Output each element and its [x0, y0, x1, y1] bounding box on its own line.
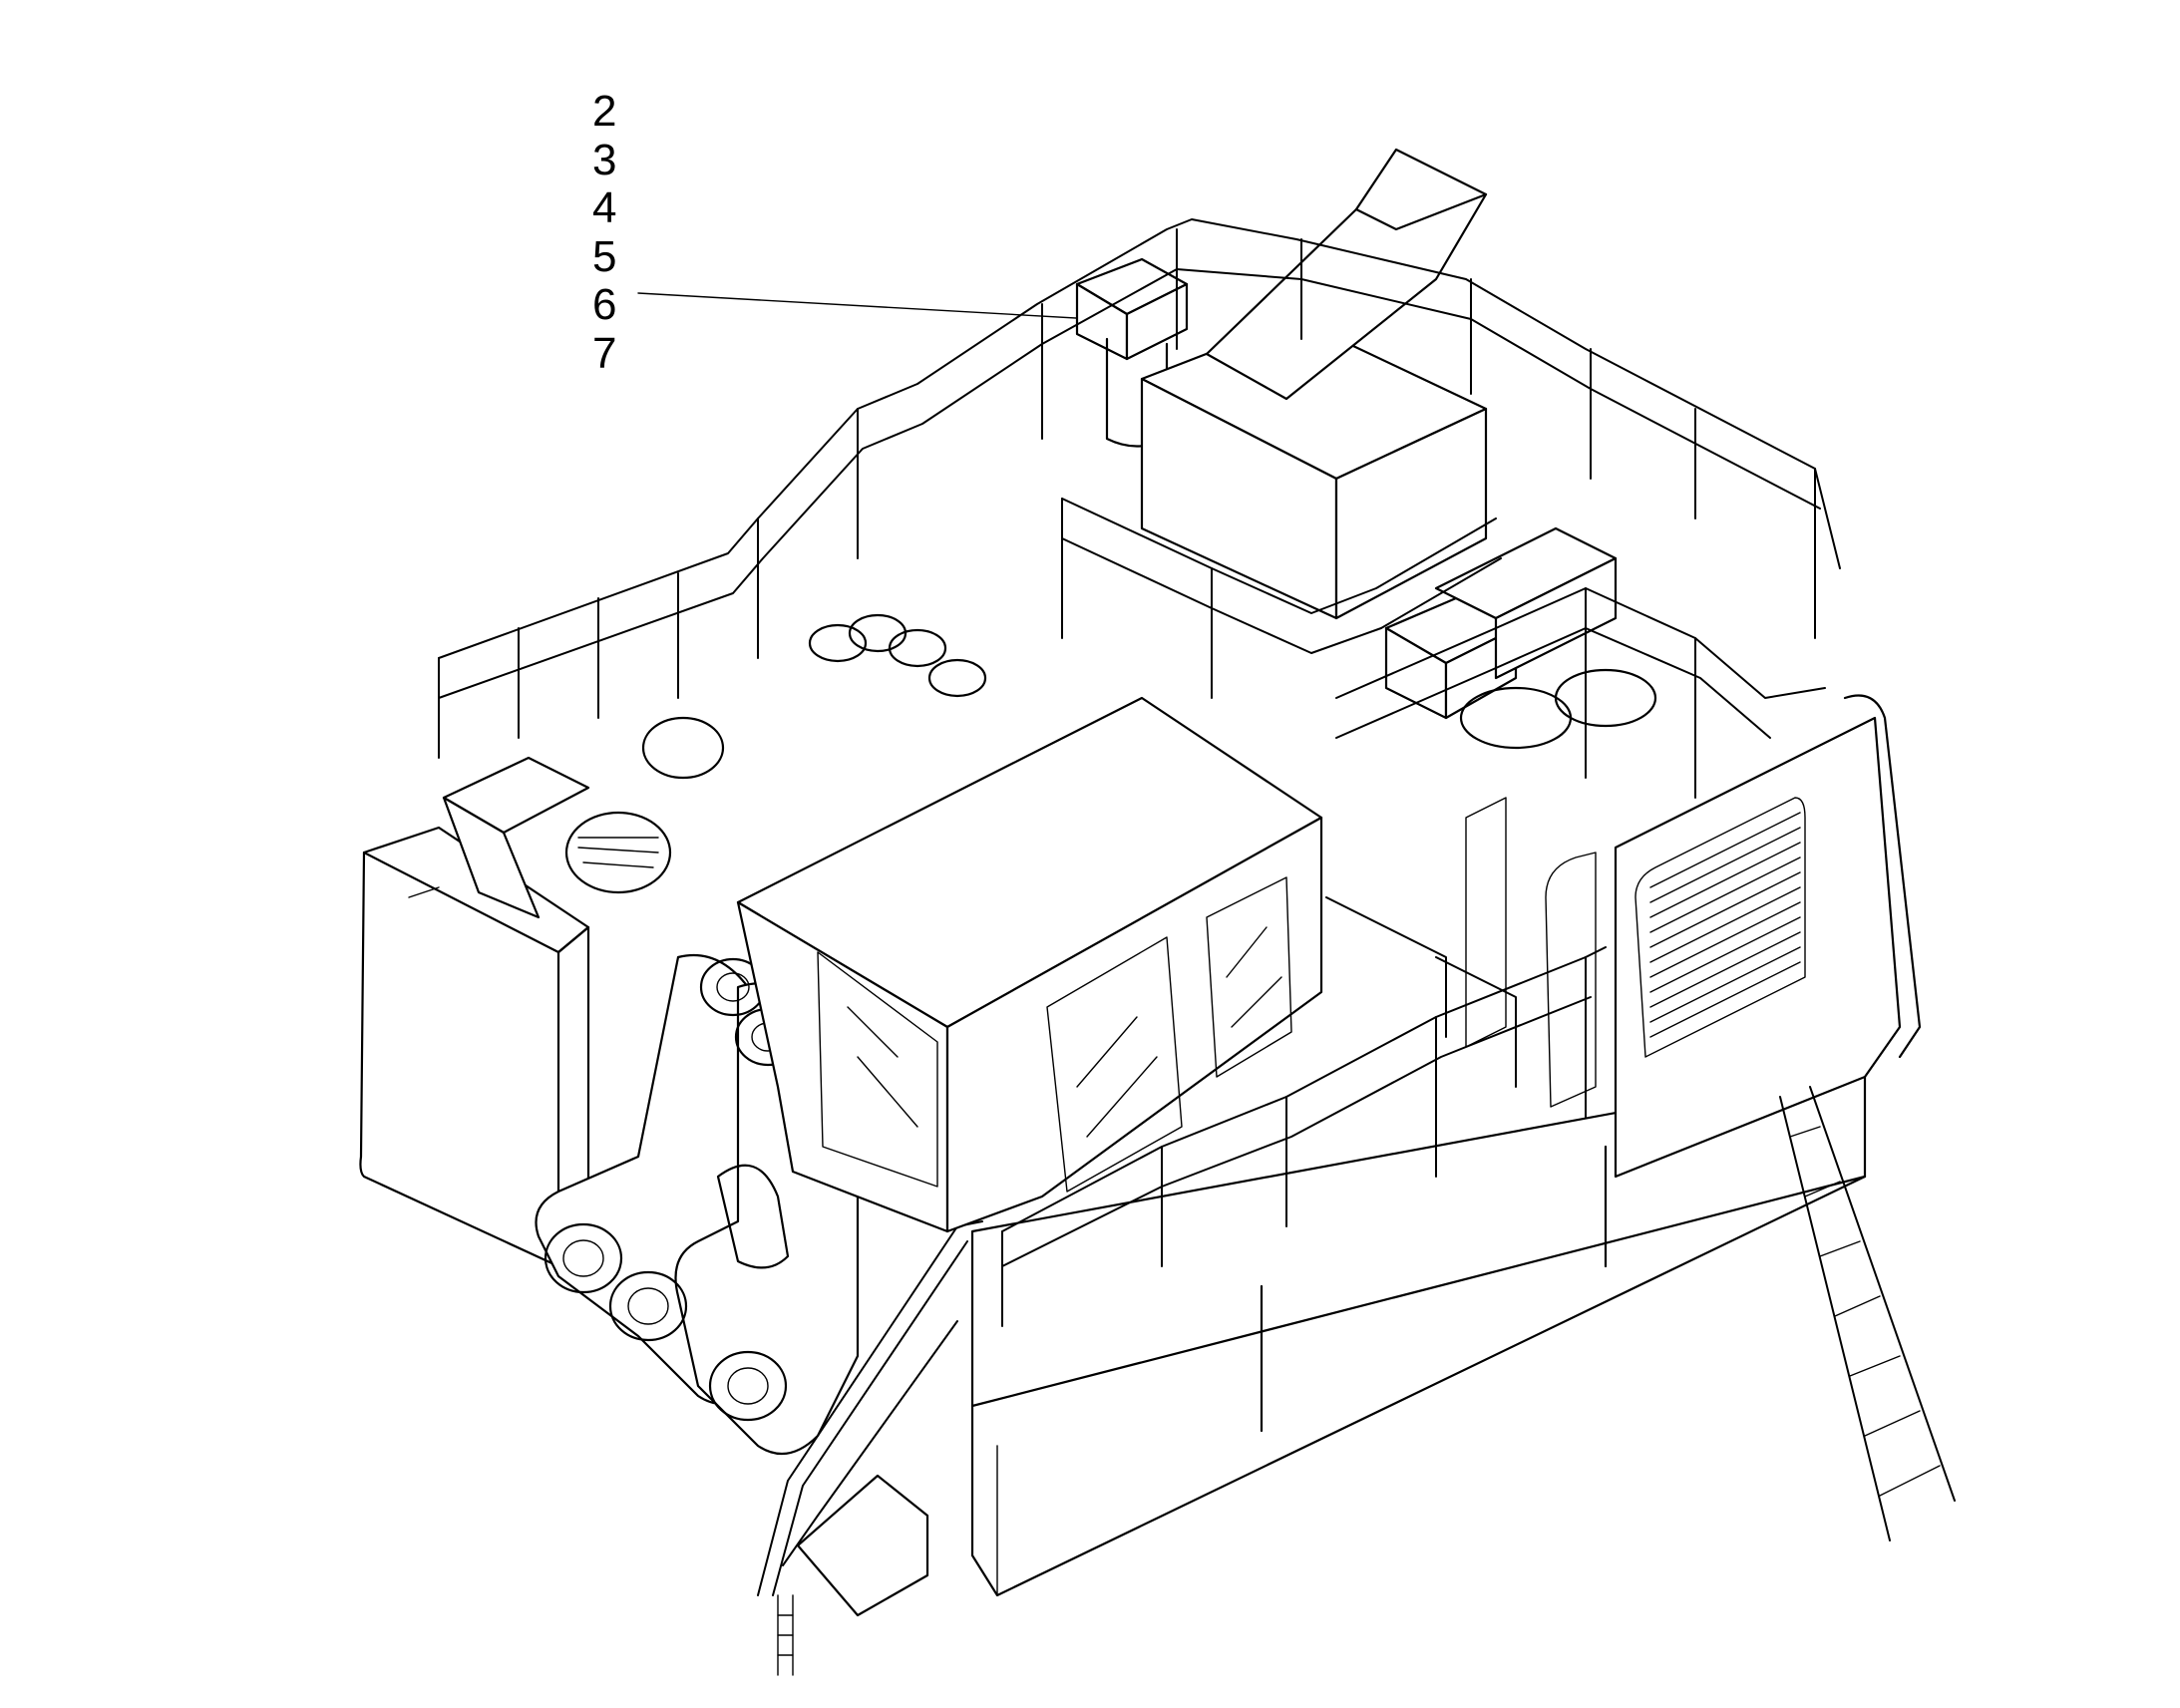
rear-deck-items	[442, 613, 987, 919]
callout-number: 2	[592, 87, 617, 136]
door-panels	[1465, 797, 1597, 1108]
callout-number: 4	[592, 183, 617, 232]
callout-leader	[637, 292, 1116, 325]
left-housing	[359, 826, 590, 1268]
callout-number: 3	[592, 135, 617, 184]
deck-equipment	[1075, 148, 1657, 750]
callout-number: 7	[592, 328, 617, 378]
callout-number-stack: 2 3 4 5 6 7	[592, 87, 617, 378]
right-housing	[1614, 694, 1922, 1179]
callout-number: 5	[592, 231, 617, 281]
callout-number: 6	[592, 280, 617, 329]
front-handrails	[1001, 896, 1607, 1327]
side-ladder	[1779, 1086, 1956, 1541]
perimeter-handrails	[438, 218, 1841, 799]
operator-cab	[736, 696, 1323, 1233]
